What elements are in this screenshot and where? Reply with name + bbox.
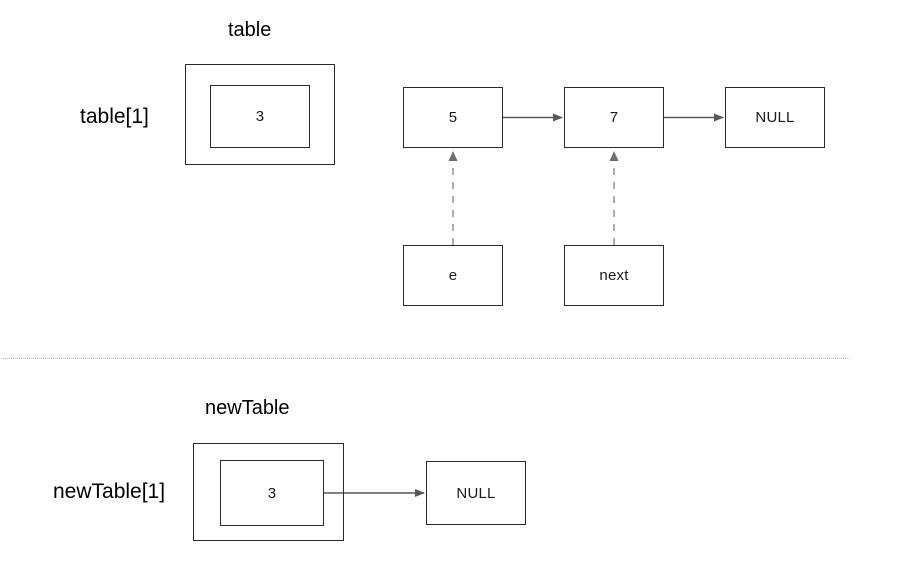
table-bucket-entry-value: 3 xyxy=(255,108,265,125)
newtable-title: newTable xyxy=(205,397,290,419)
table-bucket-outer xyxy=(185,64,335,165)
node-5-value: 5 xyxy=(448,109,458,126)
node-null-value: NULL xyxy=(755,109,795,126)
node-5: 5 xyxy=(403,87,503,148)
node-7: 7 xyxy=(564,87,664,148)
table-slot-label: table[1] xyxy=(80,105,149,128)
newtable-slot-label: newTable[1] xyxy=(53,480,166,503)
pointer-next-label: next xyxy=(599,267,629,284)
newtable-node-null: NULL xyxy=(426,461,526,525)
section-divider xyxy=(3,358,850,359)
newtable-bucket-entry: 3 xyxy=(220,460,324,526)
node-null: NULL xyxy=(725,87,825,148)
newtable-bucket-outer xyxy=(193,443,344,541)
table-bucket-entry: 3 xyxy=(210,85,310,148)
newtable-bucket-entry-value: 3 xyxy=(267,484,277,502)
pointer-e: e xyxy=(403,245,503,306)
pointer-e-label: e xyxy=(448,267,458,284)
pointer-next: next xyxy=(564,245,664,306)
node-7-value: 7 xyxy=(609,109,619,126)
newtable-node-null-value: NULL xyxy=(456,484,496,502)
table-title: table xyxy=(228,19,272,41)
